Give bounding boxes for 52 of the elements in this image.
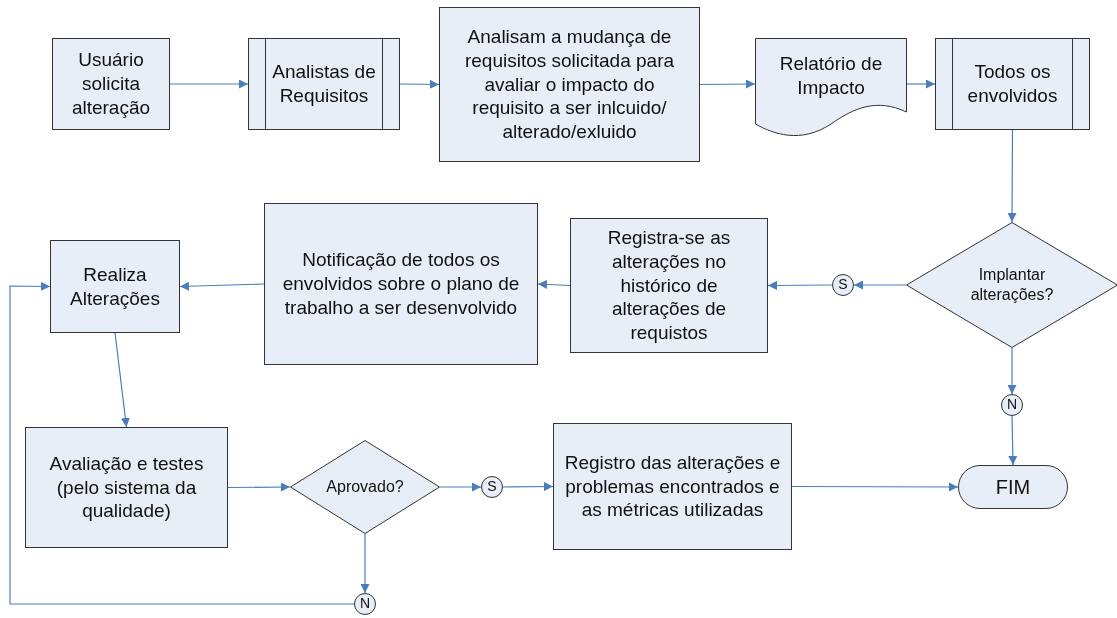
arrow (502, 482, 554, 492)
arrow (169, 79, 249, 89)
arrow (179, 281, 265, 291)
node-label: Analisam a mudança de requisitos solicitada para avaliar o impacto do requisito a ser inlcuido/ alterado/exluido (463, 25, 676, 144)
arrow (699, 79, 756, 89)
arrow (767, 280, 833, 290)
process-box (25, 427, 228, 548)
arrow (9, 281, 355, 605)
connector-circle (1001, 394, 1023, 416)
terminator-shape (958, 465, 1068, 509)
predefined-process-box (935, 38, 1090, 130)
node-label: N (359, 595, 371, 613)
arrow (1008, 415, 1018, 466)
process-box (439, 7, 700, 162)
connector-circle (832, 274, 854, 296)
arrow (439, 482, 482, 492)
predefined-process-box (248, 38, 400, 130)
decision-diamond (290, 440, 440, 534)
node-label: Aprovado? (326, 477, 404, 497)
arrow (1007, 347, 1017, 395)
node-label: Avaliação e testes (pelo sistema da qualidade) (48, 451, 205, 524)
arrow (1007, 129, 1017, 223)
arrow (399, 79, 440, 89)
process-box (264, 203, 538, 365)
document-shape (755, 38, 907, 138)
node-label: Implantar alterações? (969, 265, 1055, 305)
node-label: Realiza Alterações (69, 262, 161, 311)
node-label: Todos os envolvidos (966, 60, 1059, 108)
node-label: Registra-se as alterações no histórico de alterações de requistos (606, 226, 732, 345)
connector-circle (354, 593, 376, 615)
node-label: Notificação de todos os envolvidos sobre o plano de trabalho a ser desenvolvido (281, 248, 521, 320)
arrow (114, 332, 130, 428)
node-label: Analistas de Requisitos (271, 60, 377, 108)
process-box (553, 423, 792, 550)
arrow (906, 79, 936, 89)
process-box (52, 38, 170, 130)
arrow (227, 482, 291, 492)
node-label: Relatório de Impacto (778, 52, 884, 100)
node-label: N (1006, 396, 1018, 414)
arrow (537, 279, 571, 289)
connector-circle (481, 476, 503, 498)
node-label: S (487, 478, 497, 496)
arrow (791, 482, 959, 492)
arrow (360, 533, 370, 594)
node-label: Registro das alterações e problemas encontrados e as métricas utilizadas (563, 450, 782, 523)
arrow (853, 280, 907, 290)
process-box (570, 218, 768, 353)
process-box (50, 240, 180, 333)
node-label: FIM (995, 474, 1031, 500)
decision-diamond (906, 222, 1117, 348)
node-label: Usuário solicita alteração (70, 48, 152, 120)
node-label: S (838, 276, 848, 294)
